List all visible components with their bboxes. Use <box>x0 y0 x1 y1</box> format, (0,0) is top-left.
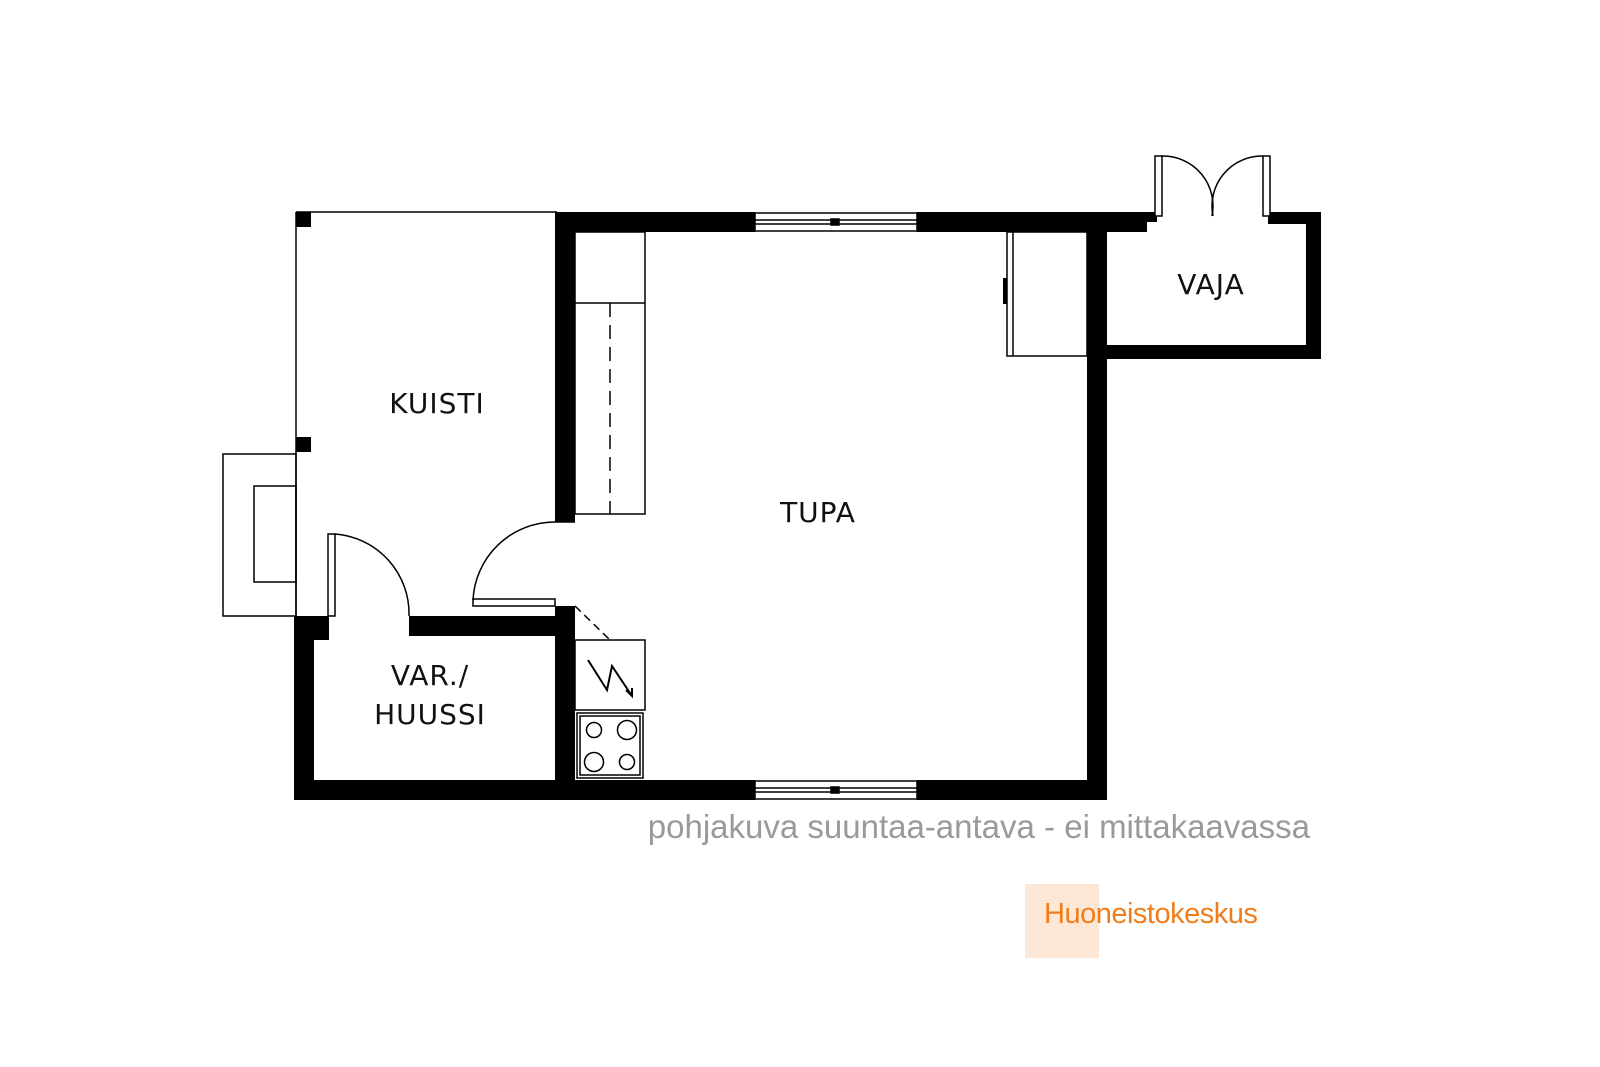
porch-steps <box>222 453 297 617</box>
window-bottom <box>754 780 918 800</box>
room-label-vaja: VAJA <box>1177 268 1244 301</box>
disclaimer-caption: pohjakuva suuntaa-antava - ei mittakaava… <box>647 808 1310 845</box>
stove-icon <box>576 712 644 779</box>
room-label-kuisti: KUISTI <box>389 387 485 420</box>
room-label-var-line2: HUUSSI <box>374 698 486 731</box>
cabinet <box>1003 231 1088 357</box>
bench <box>574 231 646 515</box>
electric-panel <box>574 605 646 711</box>
brand-logo-box <box>1025 884 1099 958</box>
room-label-tupa: TUPA <box>779 496 856 529</box>
door-huussi <box>327 533 410 617</box>
shed-walls <box>1107 212 1321 224</box>
window-top <box>754 212 918 232</box>
porch-post <box>296 437 311 452</box>
porch-post <box>296 212 311 227</box>
door-shed <box>1154 155 1271 217</box>
brand-logo: Huoneistokeskus <box>1044 898 1258 930</box>
door-tupa <box>472 521 575 607</box>
room-label-var-line1: VAR./ <box>391 659 469 692</box>
